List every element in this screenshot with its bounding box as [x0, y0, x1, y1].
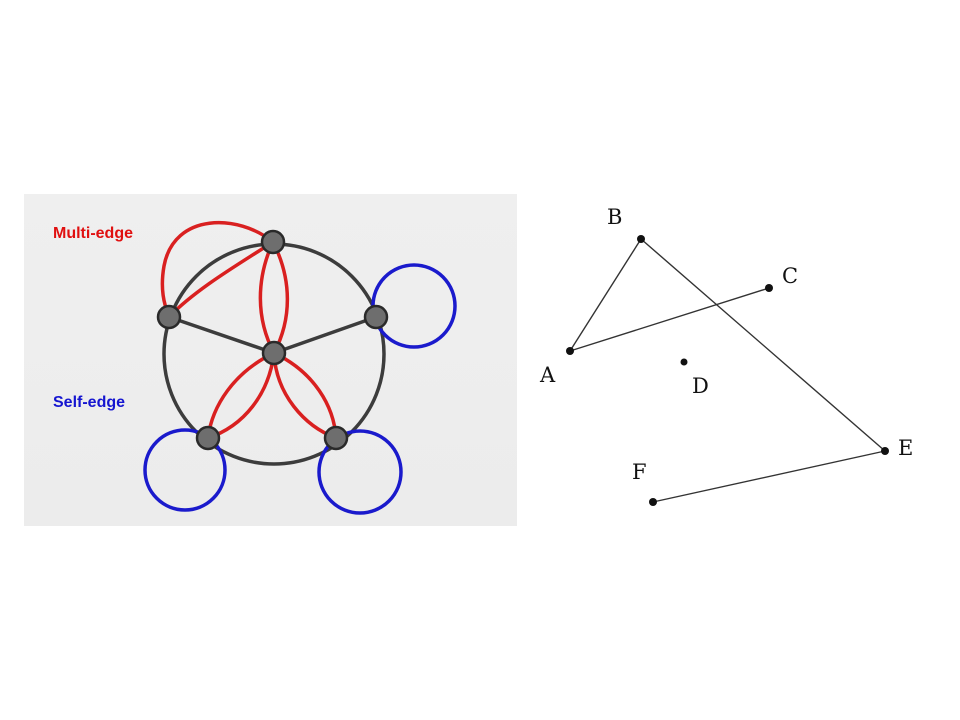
- graph-node-left: [156, 304, 182, 330]
- point-f-dot: [649, 498, 657, 506]
- point-a-dot: [566, 347, 574, 355]
- point-label-b: B: [607, 205, 623, 229]
- graph-node-center: [261, 340, 287, 366]
- point-label-c: C: [782, 264, 799, 288]
- self-edge-right: [371, 263, 457, 349]
- multi-edge-top-left-inner: [167, 240, 274, 319]
- point-label-d: D: [692, 374, 709, 398]
- multi-edge-top-center-right: [271, 241, 290, 354]
- self-edge-bottom-right: [317, 429, 403, 515]
- point-e-dot: [881, 447, 889, 455]
- multi-edges: [160, 221, 338, 440]
- graph-node-bottom-right: [323, 425, 349, 451]
- spoke-edge-left: [168, 315, 275, 355]
- multi-edge-center-bottomleft-a: [206, 351, 275, 439]
- graph-nodes: [156, 229, 389, 451]
- segment-ef: [652, 450, 886, 503]
- point-b-dot: [637, 235, 645, 243]
- multi-edge-center-bottomleft-b: [207, 352, 276, 440]
- spoke-edge-right: [273, 315, 377, 355]
- self-edge-bottom-left: [143, 428, 227, 512]
- multi-edge-center-bottomright-b: [273, 351, 338, 439]
- geometry-diagram: [566, 235, 889, 506]
- graph-node-right: [363, 304, 389, 330]
- points: [566, 235, 889, 506]
- graph-diagram: [143, 221, 457, 515]
- multi-edge-top-center-left: [258, 241, 276, 354]
- self-edges: [143, 263, 457, 515]
- segment-ab: [569, 238, 642, 352]
- multi-edge-center-bottomright-a: [272, 352, 337, 440]
- multi-edge-label: Multi-edge: [53, 225, 133, 242]
- point-d-dot: [680, 358, 688, 366]
- segments: [569, 238, 886, 503]
- graph-node-bottom-left: [195, 425, 221, 451]
- point-label-e: E: [898, 436, 914, 460]
- segment-ac: [569, 287, 770, 352]
- geometry-diagram-panel: A B C D E F: [520, 194, 940, 534]
- multi-edge-top-left-outer: [160, 221, 275, 318]
- point-label-a: A: [540, 363, 556, 387]
- point-label-f: F: [632, 460, 647, 484]
- segment-be: [640, 238, 886, 452]
- point-c-dot: [765, 284, 773, 292]
- graph-node-top: [260, 229, 286, 255]
- graph-diagram-panel: Multi-edge Self-edge: [24, 194, 517, 526]
- self-edge-label: Self-edge: [53, 394, 126, 411]
